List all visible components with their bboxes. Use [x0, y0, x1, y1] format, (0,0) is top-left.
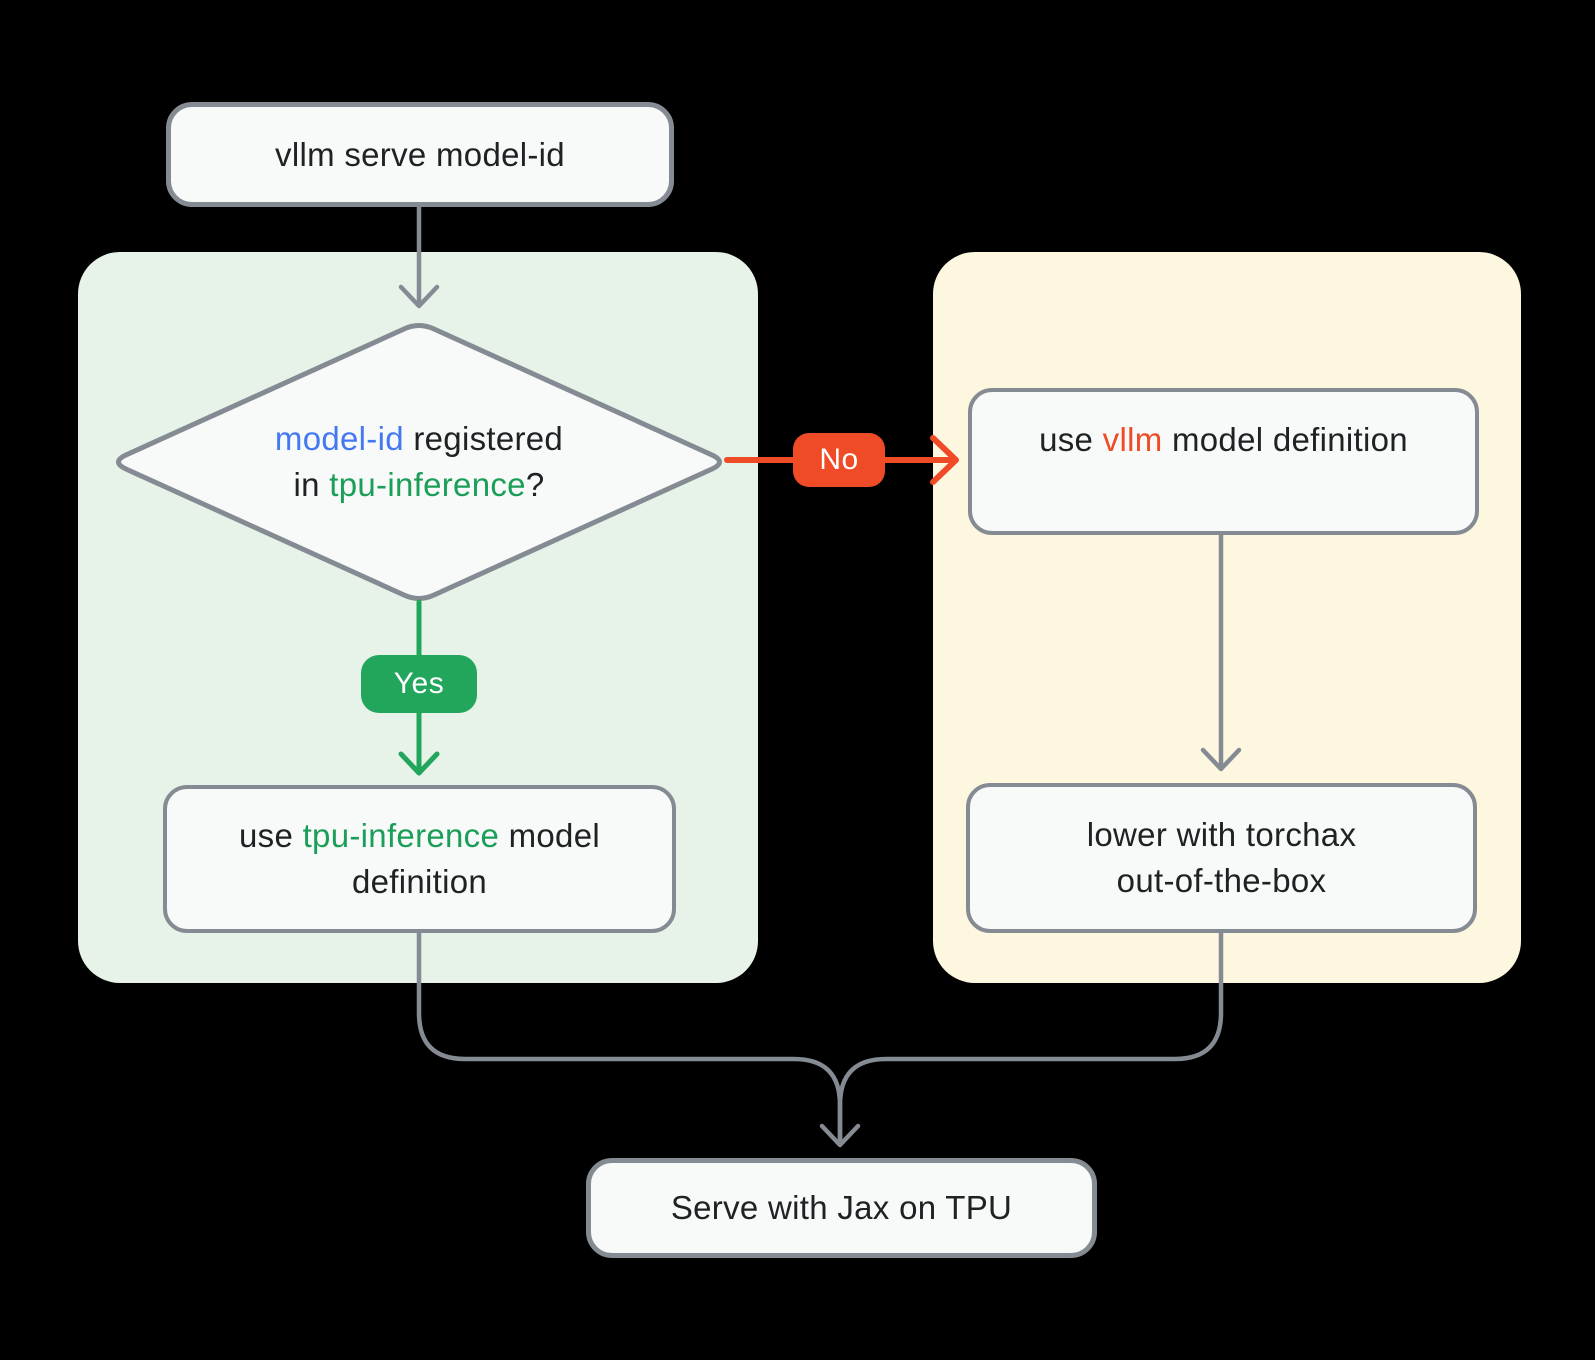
tpu-to-serve-connector — [416, 930, 843, 1145]
arrow-down-icon — [1200, 747, 1242, 772]
serve-node: Serve with Jax on TPU — [586, 1158, 1097, 1258]
arrow-down-icon — [398, 751, 440, 776]
decision-diamond — [116, 323, 722, 601]
yes-edge-label: Yes — [361, 655, 477, 713]
torchax-to-serve-connector — [837, 930, 1224, 1145]
arrow-down-icon — [398, 284, 440, 309]
arrow-right-icon — [930, 435, 959, 485]
start-node-label: vllm serve model-id — [275, 135, 565, 173]
serve-node-label: Serve with Jax on TPU — [670, 1189, 1013, 1226]
no-edge-label: No — [793, 433, 885, 487]
vllm-model-node: use vllm model definition — [968, 388, 1479, 535]
arrow-down-icon — [819, 1123, 861, 1148]
start-node: vllm serve model-id — [166, 102, 674, 207]
